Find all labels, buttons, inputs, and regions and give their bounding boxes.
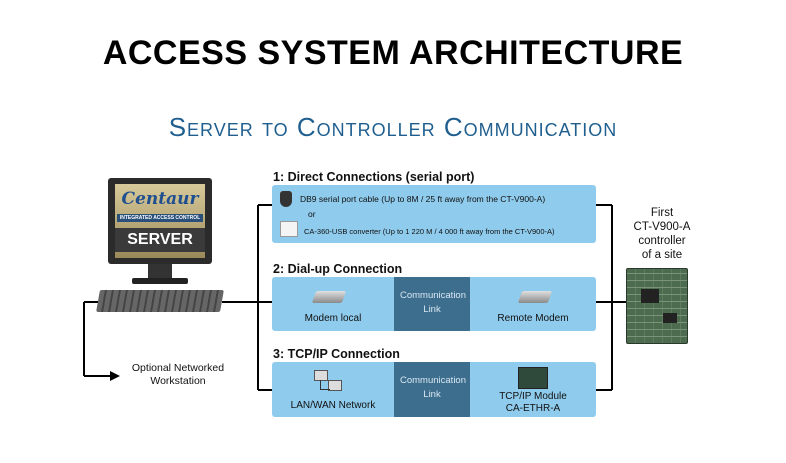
monitor-base — [132, 278, 188, 284]
controller-line4: of a site — [641, 249, 683, 261]
page-subtitle: Server to Controller Communication — [168, 112, 618, 142]
controller-board-icon — [626, 268, 688, 344]
tcpip-right-line1: TCP/IP Module — [499, 391, 567, 402]
direct-line2: CA-360-USB converter (Up to 1 220 M / 4 … — [304, 227, 555, 236]
server-brand: Centaur — [121, 189, 199, 209]
network-icon — [314, 370, 342, 394]
controller-label: First CT-V900-A controller of a site — [612, 206, 712, 262]
remote-modem-icon — [517, 291, 553, 303]
dialup-left-label: Modem local — [304, 313, 362, 324]
keyboard — [96, 290, 224, 312]
direct-or: or — [308, 209, 316, 219]
modem-local-icon — [311, 291, 347, 303]
tcpip-module-icon — [518, 367, 548, 389]
section-tcpip-panel: LAN/WAN Network Communication Link TCP/I… — [272, 362, 596, 417]
section-dialup-panel: Modem local Communication Link Remote Mo… — [272, 277, 596, 331]
section-dialup-label: 2: Dial-up Connection — [273, 262, 403, 276]
section-direct-label: 1: Direct Connections (serial port) — [273, 170, 475, 184]
server-monitor: Centaur INTEGRATED ACCESS CONTROL SERVER — [108, 178, 212, 264]
dialup-link-label: Communication Link — [400, 290, 466, 315]
tcpip-right-label: TCP/IP Module CA-ETHR-A — [470, 391, 596, 415]
dialup-right-label: Remote Modem — [497, 313, 569, 324]
db9-connector-icon — [280, 191, 292, 207]
controller-line1: First — [650, 207, 674, 219]
section-direct-panel: DB9 serial port cable (Up to 8M / 25 ft … — [272, 185, 596, 243]
workstation-label: Optional Networked Workstation — [118, 362, 238, 388]
workstation-line1: Optional Networked — [131, 362, 225, 374]
page-title: ACCESS SYSTEM ARCHITECTURE — [102, 34, 684, 72]
usb-converter-icon — [280, 221, 298, 237]
server-label: SERVER — [115, 228, 205, 252]
controller-line2: CT-V900-A — [633, 221, 691, 233]
monitor-stand — [148, 264, 172, 278]
direct-line1: DB9 serial port cable (Up to 8M / 25 ft … — [300, 194, 546, 204]
server-screen: Centaur INTEGRATED ACCESS CONTROL SERVER — [115, 184, 205, 258]
server-tagline: INTEGRATED ACCESS CONTROL — [117, 214, 203, 222]
tcpip-link-box: Communication Link — [394, 362, 470, 417]
tcpip-link-label: Communication Link — [400, 375, 466, 400]
controller-line3: controller — [638, 235, 686, 247]
tcpip-right-line2: CA-ETHR-A — [505, 403, 561, 414]
workstation-line2: Workstation — [150, 375, 206, 387]
section-tcpip-label: 3: TCP/IP Connection — [273, 347, 400, 361]
dialup-link-box: Communication Link — [394, 277, 470, 331]
tcpip-left-label: LAN/WAN Network — [290, 400, 376, 411]
